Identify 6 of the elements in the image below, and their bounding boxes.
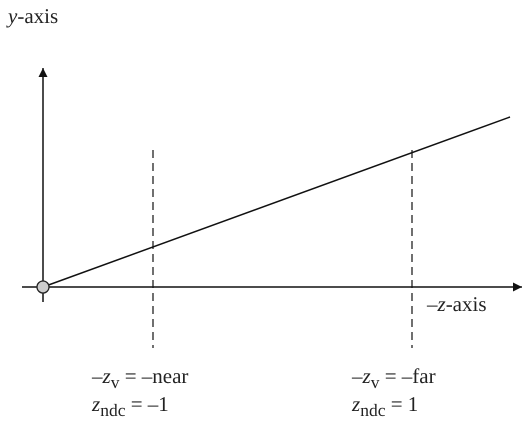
- ndc-value-label: z$_{ndc}$ = 1: [352, 392, 418, 421]
- far-plane-label: –z$_{v}$ = –far: [352, 364, 436, 394]
- axis-label: –z-axis: [427, 292, 487, 316]
- ndc-value-label: z$_{ndc}$ = –1: [92, 392, 169, 421]
- axis-label: y-axis: [8, 4, 58, 28]
- near-plane-label: –z$_{v}$ = –near: [92, 364, 188, 394]
